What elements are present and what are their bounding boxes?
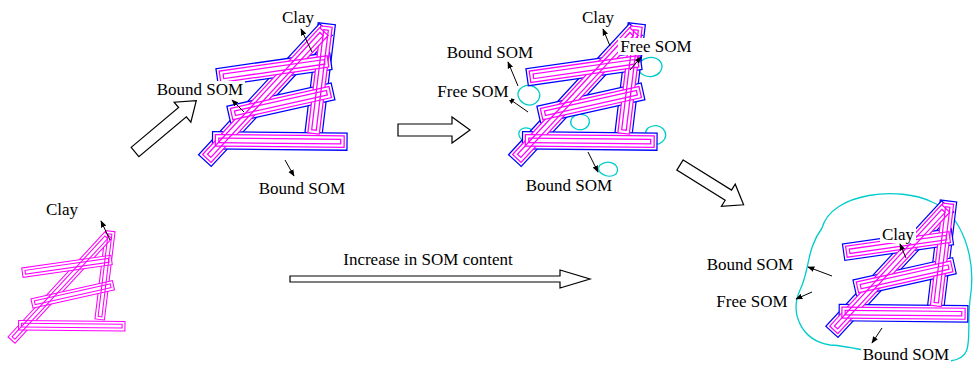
clay-bar: [533, 60, 635, 79]
part-label: Bound SOM: [155, 81, 245, 98]
part-label: Clay: [280, 9, 316, 26]
clay-bar: [860, 265, 949, 289]
clay-bar: [34, 284, 111, 305]
clay-bar: [529, 56, 639, 83]
part-label: Bound SOM: [445, 44, 535, 61]
part-label: Clay: [580, 9, 616, 26]
clay-bar: [234, 91, 327, 116]
trend-label: Increase in SOM content: [341, 251, 514, 268]
part-label: Clay: [880, 226, 916, 243]
clay-bar: [22, 255, 113, 277]
clay-bar: [529, 138, 651, 144]
part-label: Free SOM: [435, 83, 510, 100]
clay-bar: [223, 60, 325, 79]
clay-bar: [842, 307, 965, 319]
part-label: Bound SOM: [705, 256, 795, 273]
part-label: Free SOM: [618, 38, 693, 55]
part-label: Bound SOM: [524, 177, 614, 194]
free-som-blob: [796, 194, 971, 362]
clay-bar: [845, 310, 962, 316]
clay-bar: [19, 320, 125, 331]
clay-bar: [525, 135, 654, 148]
clay-bar: [219, 138, 341, 144]
clay-bar: [215, 135, 344, 148]
process-arrows: [127, 91, 751, 288]
clay-aggregate: [8, 231, 125, 344]
clay-bar: [219, 56, 329, 83]
part-label: Free SOM: [714, 293, 789, 310]
part-label: Bound SOM: [257, 180, 347, 197]
clay-bar: [21, 323, 122, 328]
clay-bar: [544, 91, 637, 116]
part-label: Clay: [44, 201, 80, 218]
clay-bar: [25, 258, 109, 274]
clay-aggregate: [826, 200, 968, 337]
part-label: Bound SOM: [861, 346, 951, 363]
